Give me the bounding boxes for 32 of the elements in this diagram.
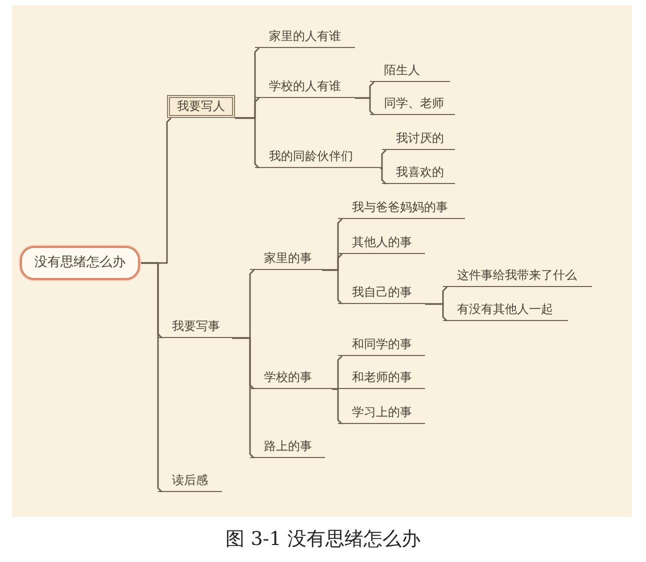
- topic-label: 我喜欢的: [382, 162, 455, 184]
- topic-label: 有没有其他人一起: [443, 299, 568, 321]
- topic-label: 学习上的事: [338, 402, 425, 424]
- topic-label: 我要写事: [158, 316, 232, 338]
- connector-line: [235, 117, 260, 169]
- topic-label: 这件事给我带来了什么: [443, 265, 592, 287]
- connector-line: [332, 388, 343, 425]
- topic-label: 家里的人有谁: [255, 26, 355, 48]
- main-branch-box: 我要写人: [167, 95, 235, 118]
- topic-label: 其他人的事: [338, 232, 425, 254]
- central-topic: 没有思绪怎么办: [20, 246, 140, 280]
- figure-caption: 图 3-1 没有思绪怎么办: [224, 527, 422, 552]
- topic-label: 同学、老师: [370, 93, 455, 115]
- topic-label: 路上的事: [250, 436, 325, 458]
- topic-label: 学校的事: [250, 367, 332, 389]
- topic-label: 我与爸爸妈妈的事: [338, 197, 465, 219]
- connector-line: [425, 303, 448, 322]
- topic-label: 我自己的事: [338, 282, 425, 304]
- topic-label: 家里的事: [250, 248, 322, 270]
- connector-line: [140, 262, 163, 493]
- topic-label: 学校的人有谁: [255, 76, 355, 98]
- connector-line: [380, 149, 387, 169]
- topic-label: 和同学的事: [338, 334, 425, 356]
- topic-label: 我讨厌的: [382, 128, 455, 150]
- connector-line: [355, 97, 375, 116]
- connector-line: [322, 269, 343, 305]
- topic-label: 读后感: [158, 470, 222, 492]
- topic-label: 和老师的事: [338, 367, 425, 389]
- connector-line: [232, 337, 255, 459]
- topic-label: 我的同龄伙伴们: [255, 146, 380, 168]
- topic-label: 陌生人: [370, 60, 450, 82]
- connector-line: [380, 167, 387, 185]
